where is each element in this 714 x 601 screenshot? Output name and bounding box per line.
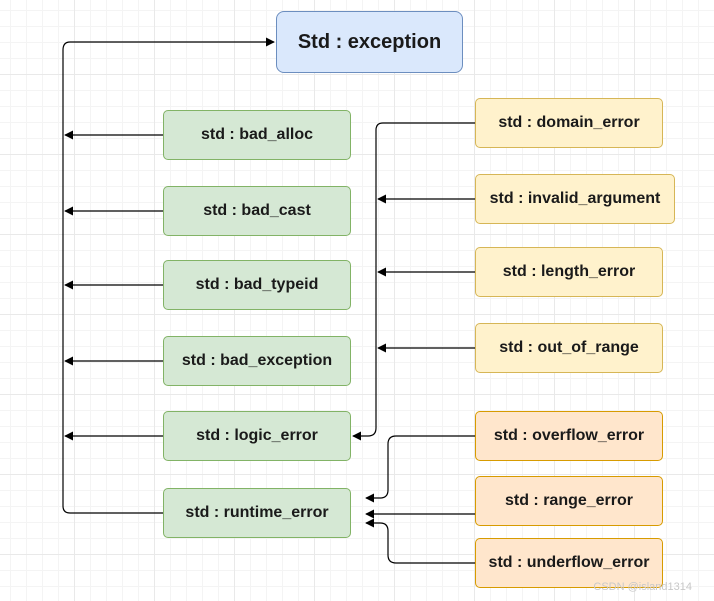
node-domain-error[interactable]: std : domain_error bbox=[475, 98, 663, 148]
node-out-of-range[interactable]: std : out_of_range bbox=[475, 323, 663, 373]
node-length-error[interactable]: std : length_error bbox=[475, 247, 663, 297]
node-std-exception[interactable]: Std : exception bbox=[276, 11, 463, 73]
node-range-error[interactable]: std : range_error bbox=[475, 476, 663, 526]
watermark: CSDN @island1314 bbox=[593, 581, 692, 593]
node-logic-error[interactable]: std : logic_error bbox=[163, 411, 351, 461]
edge-underflow-error bbox=[365, 518, 475, 564]
node-underflow-error[interactable]: std : underflow_error bbox=[475, 538, 663, 588]
node-runtime-error[interactable]: std : runtime_error bbox=[163, 488, 351, 538]
edge-runtime-to-root bbox=[62, 37, 275, 514]
node-bad-cast[interactable]: std : bad_cast bbox=[163, 186, 351, 236]
node-bad-exception[interactable]: std : bad_exception bbox=[163, 336, 351, 386]
edge-domain-error bbox=[352, 122, 475, 441]
node-invalid-argument[interactable]: std : invalid_argument bbox=[475, 174, 675, 224]
edge-overflow-error bbox=[365, 435, 475, 503]
node-overflow-error[interactable]: std : overflow_error bbox=[475, 411, 663, 461]
node-bad-alloc[interactable]: std : bad_alloc bbox=[163, 110, 351, 160]
node-bad-typeid[interactable]: std : bad_typeid bbox=[163, 260, 351, 310]
